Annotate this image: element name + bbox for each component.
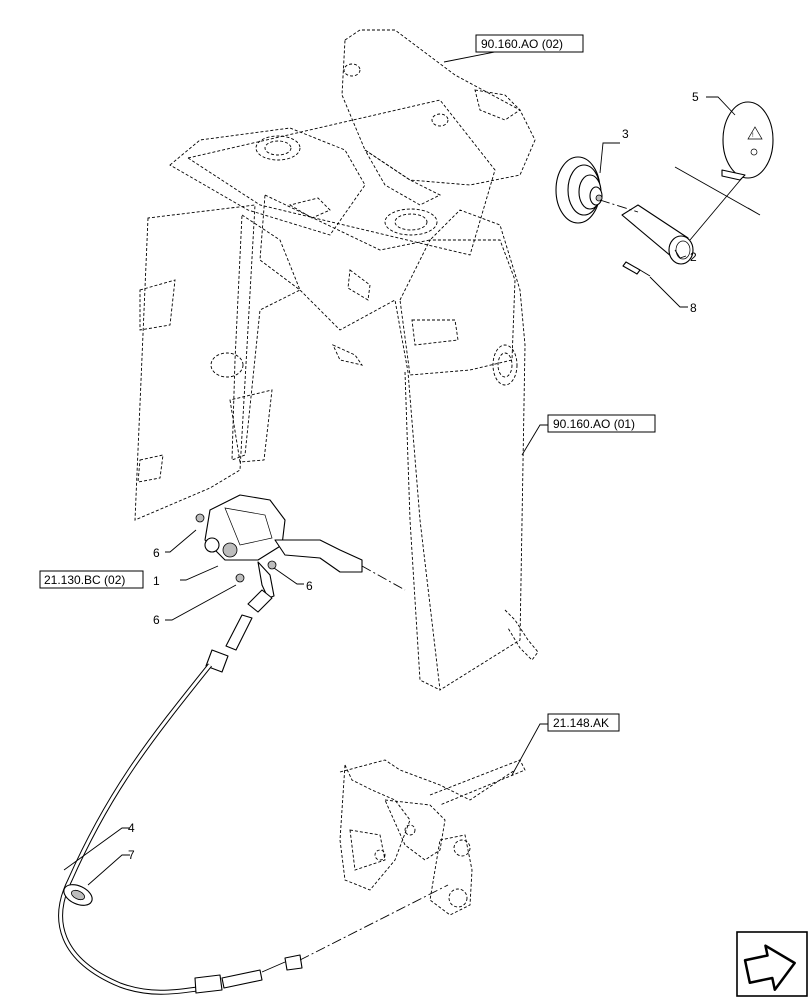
gear-knob xyxy=(621,204,694,265)
warning-triangle-icon: ! xyxy=(747,126,763,140)
callout-6b: 6 xyxy=(306,579,313,593)
callout-3: 3 xyxy=(622,127,629,141)
callout-6a: 6 xyxy=(153,546,160,560)
svg-text:21.130.BC (02): 21.130.BC (02) xyxy=(44,573,125,587)
next-page-arrow-icon[interactable] xyxy=(736,931,808,997)
shift-cable xyxy=(58,589,303,995)
ref-lower-console[interactable]: 90.160.AO (01) xyxy=(547,414,656,433)
shift-mechanism xyxy=(195,494,363,599)
callout-7: 7 xyxy=(128,848,135,862)
knob-cap: ! xyxy=(721,101,774,181)
ref-control[interactable]: 21.130.BC (02) xyxy=(39,570,144,589)
svg-text:90.160.AO (02): 90.160.AO (02) xyxy=(481,37,563,51)
callout-5: 5 xyxy=(692,90,699,104)
knob-pin xyxy=(622,261,651,277)
leader-lines xyxy=(63,44,761,886)
svg-text:!: ! xyxy=(752,133,754,139)
ref-gearbox[interactable]: 21.148.AK xyxy=(547,713,620,732)
callout-8: 8 xyxy=(690,301,697,315)
svg-text:21.148.AK: 21.148.AK xyxy=(553,716,609,730)
console-shell xyxy=(134,99,539,691)
callout-6c: 6 xyxy=(153,613,160,627)
callout-2: 2 xyxy=(690,250,697,264)
cable-grommet xyxy=(63,884,93,906)
callout-1: 1 xyxy=(153,574,160,588)
upper-console xyxy=(341,29,536,206)
gaiter-boot xyxy=(555,156,603,224)
gearbox-linkage xyxy=(339,759,526,916)
ref-upper-console[interactable]: 90.160.AO (02) xyxy=(475,34,584,53)
callout-4: 4 xyxy=(128,821,135,835)
center-lines xyxy=(299,199,639,961)
svg-text:90.160.AO (01): 90.160.AO (01) xyxy=(553,417,635,431)
